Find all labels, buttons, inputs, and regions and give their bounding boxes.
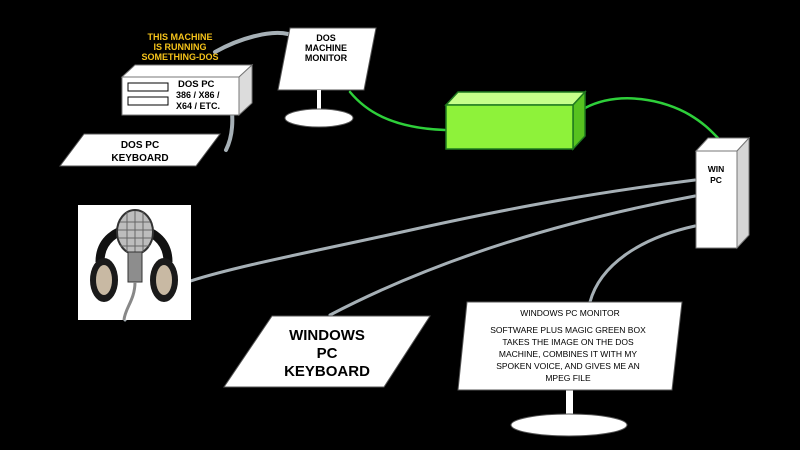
note-line-1: THIS MACHINE — [148, 32, 213, 42]
dos-monitor-base — [284, 108, 354, 128]
green-box-front — [445, 104, 574, 150]
dos-pc-line-1: DOS PC — [178, 79, 215, 90]
microphone-headphones-icon — [78, 205, 191, 321]
dos-pc-top — [120, 64, 254, 78]
cable-microphone-to-win-pc — [123, 178, 697, 322]
windows-monitor-body-line-5: MPEG FILE — [545, 373, 591, 383]
windows-keyboard-shape — [223, 315, 431, 388]
cable-dos-pc-to-monitor — [213, 31, 290, 54]
dos-monitor-line-1: DOS — [316, 33, 336, 43]
windows-keyboard: WINDOWS PC KEYBOARD — [223, 315, 431, 388]
windows-keyboard-line-2: PC — [317, 345, 338, 362]
dos-pc: DOS PC 386 / X86 / X64 / ETC. — [120, 63, 254, 117]
dos-note: THIS MACHINE IS RUNNING SOMETHING-DOS — [141, 32, 218, 62]
dos-monitor-line-3: MONITOR — [305, 53, 348, 63]
cable-windows-keyboard-to-win-pc — [328, 194, 697, 317]
windows-monitor-body-line-4: SPOKEN VOICE, AND GIVES ME AN — [496, 361, 640, 371]
windows-monitor-screen — [457, 301, 683, 391]
win-pc-side — [736, 136, 750, 250]
windows-monitor-body-line-1: SOFTWARE PLUS MAGIC GREEN BOX — [490, 325, 646, 335]
green-capture-box — [444, 90, 587, 151]
dos-keyboard-shape — [59, 133, 221, 167]
dos-keyboard-line-2: KEYBOARD — [111, 153, 168, 164]
windows-monitor: WINDOWS PC MONITOR SOFTWARE PLUS MAGIC G… — [457, 301, 683, 437]
left-ear-pad — [96, 265, 112, 295]
dos-monitor-screen — [277, 27, 377, 91]
note-line-2: IS RUNNING — [153, 42, 206, 52]
dos-keyboard-line-1: DOS PC — [121, 140, 159, 151]
windows-keyboard-line-1: WINDOWS — [289, 327, 365, 344]
mic-grille-lines — [118, 211, 152, 253]
right-ear-pad — [156, 265, 172, 295]
windows-keyboard-line-3: KEYBOARD — [284, 363, 370, 380]
windows-monitor-title: WINDOWS PC MONITOR — [520, 308, 619, 318]
dos-monitor-line-2: MACHINE — [305, 43, 347, 53]
dos-monitor: DOS MACHINE MONITOR — [277, 27, 377, 128]
dos-pc-drive-bay-2 — [127, 96, 169, 106]
note-line-3: SOMETHING-DOS — [141, 52, 218, 62]
cable-green-box-to-win-pc — [583, 97, 720, 140]
windows-monitor-base — [510, 413, 628, 437]
windows-monitor-body-line-2: TAKES THE IMAGE ON THE DOS — [502, 337, 634, 347]
mic-body — [127, 251, 143, 283]
win-pc-line-2: PC — [710, 175, 722, 185]
win-pc-line-1: WIN — [708, 164, 725, 174]
cable-dos-pc-to-keyboard — [224, 110, 235, 152]
dos-pc-line-3: X64 / ETC. — [176, 101, 220, 111]
dos-monitor-stand — [317, 90, 321, 114]
green-box-top — [444, 91, 587, 106]
win-pc-front — [695, 150, 738, 249]
dos-pc-line-2: 386 / X86 / — [176, 90, 220, 100]
windows-monitor-body-line-3: MACHINE, COMBINES IT WITH MY — [499, 349, 638, 359]
dos-keyboard: DOS PC KEYBOARD — [59, 133, 221, 167]
cable-monitor-to-green-box — [348, 90, 447, 132]
dos-pc-drive-bay-1 — [127, 82, 169, 92]
windows-monitor-stand — [566, 388, 573, 422]
cable-windows-monitor-to-win-pc — [588, 224, 697, 304]
mic-cable — [122, 281, 137, 321]
win-pc: WIN PC — [694, 136, 751, 250]
